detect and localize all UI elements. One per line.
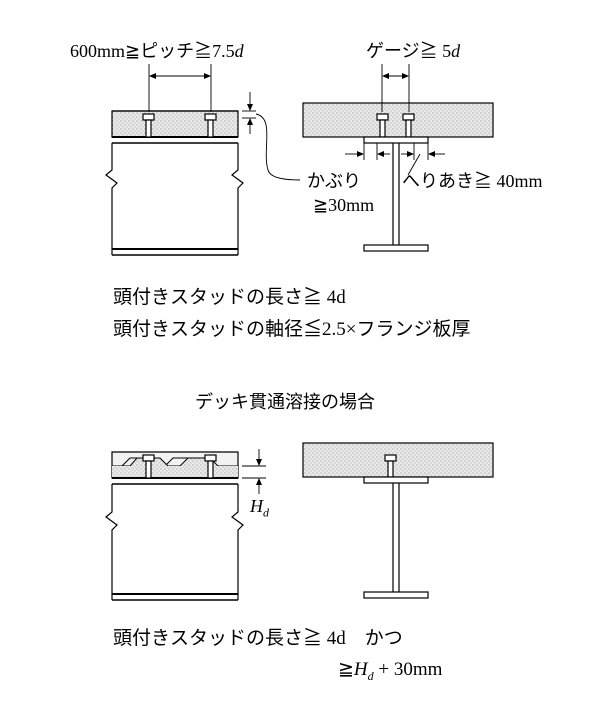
top-slab-section: [302, 102, 494, 138]
top-section-view: [302, 64, 494, 252]
top-slab-side: [111, 110, 239, 138]
cover-value: ≧30mm: [313, 195, 375, 215]
top-side-break-left: [105, 143, 118, 255]
bottom-stud-right: [204, 454, 217, 479]
top-side-view: [105, 64, 301, 256]
top-side-break-right: [231, 143, 244, 255]
edge-label: へりあき≧ 40mm: [402, 171, 543, 191]
deck-rule-line2: ≧Hd + 30mm: [338, 659, 443, 683]
pitch-label: 600mm≧ピッチ≧7.5d: [70, 41, 244, 61]
hd-label: Hd: [250, 496, 269, 520]
rule-stud-diameter: 頭付きスタッドの軸径≦2.5×フランジ板厚: [113, 319, 471, 340]
cover-label: かぶり: [307, 171, 361, 191]
bottom-section-view: [302, 442, 494, 599]
bottom-side-view: [105, 449, 266, 601]
gauge-label: ゲージ≧ 5d: [366, 41, 461, 61]
bottom-side-break-right: [231, 484, 244, 600]
deck-rule-line1: 頭付きスタッドの長さ≧ 4d かつ: [113, 628, 403, 649]
bottom-stud-left: [142, 454, 155, 479]
deck-heading: デッキ貫通溶接の場合: [195, 392, 375, 413]
top-stud-left: [142, 113, 155, 138]
top-stud-right: [204, 113, 217, 138]
bottom-side-break-left: [105, 484, 118, 600]
rule-stud-length: 頭付きスタッドの長さ≧ 4d: [113, 287, 346, 308]
